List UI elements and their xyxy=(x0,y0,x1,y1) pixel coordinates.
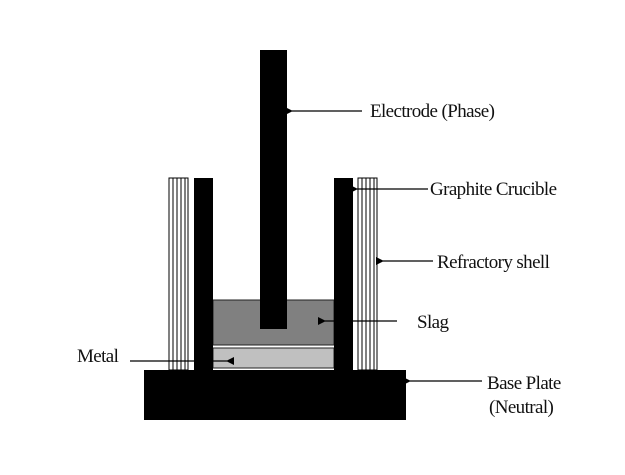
metal-layer xyxy=(212,347,335,369)
label-electrode: Electrode (Phase) xyxy=(370,101,495,122)
label-base-plate-neutral: (Neutral) xyxy=(489,397,553,418)
base-plate xyxy=(144,370,406,420)
label-base-plate: Base Plate xyxy=(487,373,561,394)
label-refractory: Refractory shell xyxy=(437,252,550,273)
refractory-shell-left xyxy=(168,177,189,371)
label-metal: Metal xyxy=(77,346,119,367)
crucible-wall-right xyxy=(334,178,353,370)
refractory-shell-right xyxy=(357,177,378,371)
electrode xyxy=(260,50,287,329)
label-crucible: Graphite Crucible xyxy=(430,179,557,200)
label-slag: Slag xyxy=(417,312,449,333)
crucible-wall-left xyxy=(194,178,213,370)
